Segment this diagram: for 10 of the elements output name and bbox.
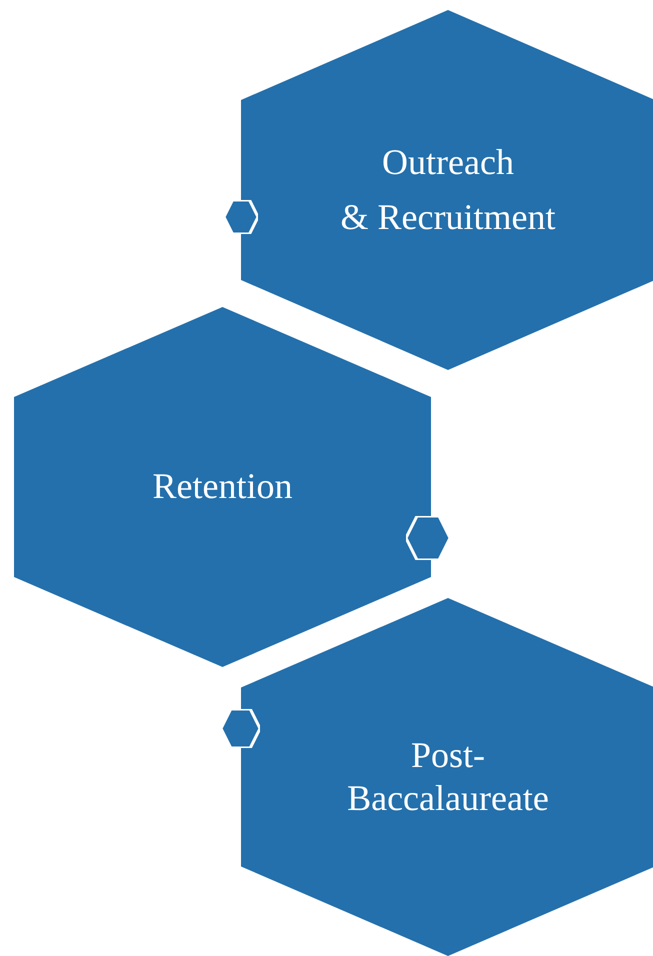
small-hexagon	[221, 709, 260, 748]
hexagon-label: & Recruitment	[340, 196, 556, 239]
hexagon-label: Post-Baccalaureate	[346, 734, 550, 820]
hexagon-label: Retention	[152, 465, 292, 508]
hexagon-label: Outreach	[382, 140, 514, 184]
hexagon	[241, 10, 653, 370]
hexagon	[241, 598, 653, 956]
small-hexagon	[224, 200, 258, 234]
hexagon	[14, 307, 431, 667]
small-hexagon	[406, 516, 450, 560]
